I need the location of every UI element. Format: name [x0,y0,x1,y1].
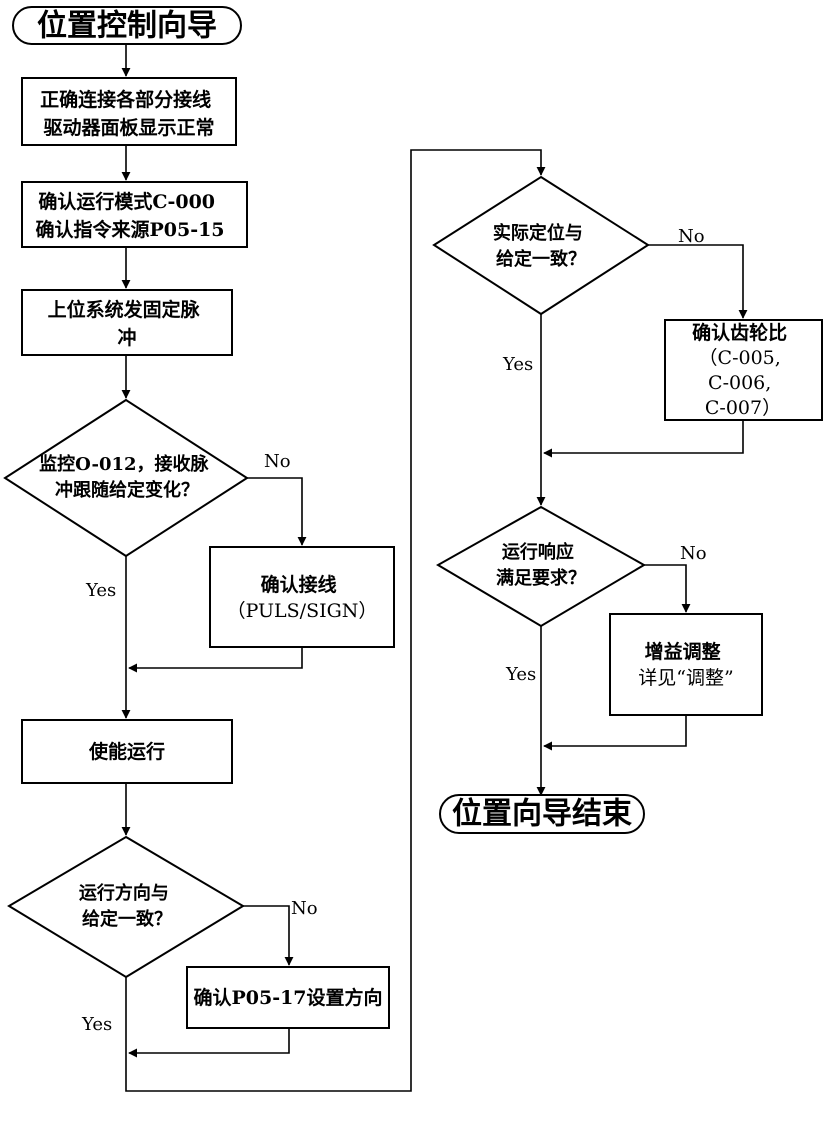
step-gear-ratio-line-1: 确认齿轮比 [692,321,787,344]
step-gain-box [609,613,763,716]
label-position-yes: Yes [502,354,533,375]
step-check-wiring-text: 确认接线 （PULS/SIGN） [227,573,378,622]
end-label: 位置向导结束 [452,797,632,832]
label-direction-no: No [291,898,318,919]
step-mode-line-2: 确认指令来源P05-15 [35,218,224,241]
decision-direction [7,835,245,979]
decision-direction-line-2: 给定一致？ [82,908,172,930]
step-gear-ratio-line-2: （C-005, [699,347,781,369]
decision-monitor-text: 监控O-012，接收脉 冲跟随给定变化？ [39,453,215,501]
label-position-no: No [678,226,705,247]
decision-response [436,505,646,628]
start-label: 位置控制向导 [37,9,217,44]
decision-position-text: 实际定位与 给定一致？ [493,222,589,270]
decision-response-line-2: 满足要求？ [496,567,586,589]
arrow-direction-yes-to-position [125,149,546,1092]
step-gear-ratio-line-4: C-007） [705,397,781,419]
step-check-wiring-line-1: 确认接线 [261,573,337,596]
end-terminal [439,794,645,834]
label-monitor-yes: Yes [85,580,116,601]
decision-response-line-1: 运行响应 [502,541,574,563]
arrow-direction-no [243,905,294,966]
step-wiring-text: 正确连接各部分接线 驱动器面板显示正常 [40,88,218,139]
arrow-response-no [644,564,691,613]
decision-direction-line-1: 运行方向与 [79,882,169,904]
decision-response-text: 运行响应 满足要求？ [496,541,586,589]
step-pulse-box [21,289,233,356]
connectors [121,44,748,1092]
arrow-gain-return [543,715,687,751]
step-wiring-box [21,77,237,146]
arrow-gear-return [543,420,744,458]
step-gear-ratio-box [664,319,823,421]
start-terminal [12,6,242,45]
step-mode-line-1: 确认运行模式C-000 [38,190,215,213]
step-pulse-line-2: 冲 [117,326,136,349]
step-check-wiring-line-2: （PULS/SIGN） [227,600,378,622]
decision-monitor-line-2: 冲跟随给定变化？ [55,479,199,501]
arrow-monitor-no [247,477,307,546]
step-mode-text: 确认运行模式C-000 确认指令来源P05-15 [35,190,224,241]
step-pulse-line-1: 上位系统发固定脉 [48,298,201,321]
step-gear-ratio-text: 确认齿轮比 （C-005, C-006, C-007） [692,321,794,419]
arrow-check-wiring-return [128,647,303,673]
step-gain-line-2: 详见“调整” [638,667,733,689]
arrow-position-no [648,244,748,319]
step-mode-box [21,181,248,248]
arrow-set-direction-return [128,1028,290,1058]
step-enable-text: 使能运行 [88,740,165,763]
decision-position-line-2: 给定一致？ [496,248,586,270]
decision-monitor-line-1: 监控O-012，接收脉 [39,453,209,475]
label-direction-yes: Yes [81,1014,112,1035]
label-response-yes: Yes [505,664,536,685]
decision-position [432,175,650,316]
step-pulse-text: 上位系统发固定脉 冲 [48,298,207,349]
step-check-wiring-box [209,546,395,648]
step-gain-line-1: 增益调整 [645,640,721,663]
step-set-direction-text: 确认P05-17设置方向 [193,986,382,1009]
step-gear-ratio-line-3: C-006, [708,372,771,394]
decision-position-line-1: 实际定位与 [493,222,583,244]
label-monitor-no: No [264,451,291,472]
decision-direction-text: 运行方向与 给定一致？ [79,882,175,930]
label-response-no: No [680,543,707,564]
step-enable-box [21,719,233,784]
step-wiring-line-2: 驱动器面板显示正常 [43,116,214,139]
decision-monitor [3,398,249,558]
step-set-direction-box [186,966,390,1029]
step-gain-text: 增益调整 详见“调整” [638,640,733,689]
step-wiring-line-1: 正确连接各部分接线 [40,88,211,111]
